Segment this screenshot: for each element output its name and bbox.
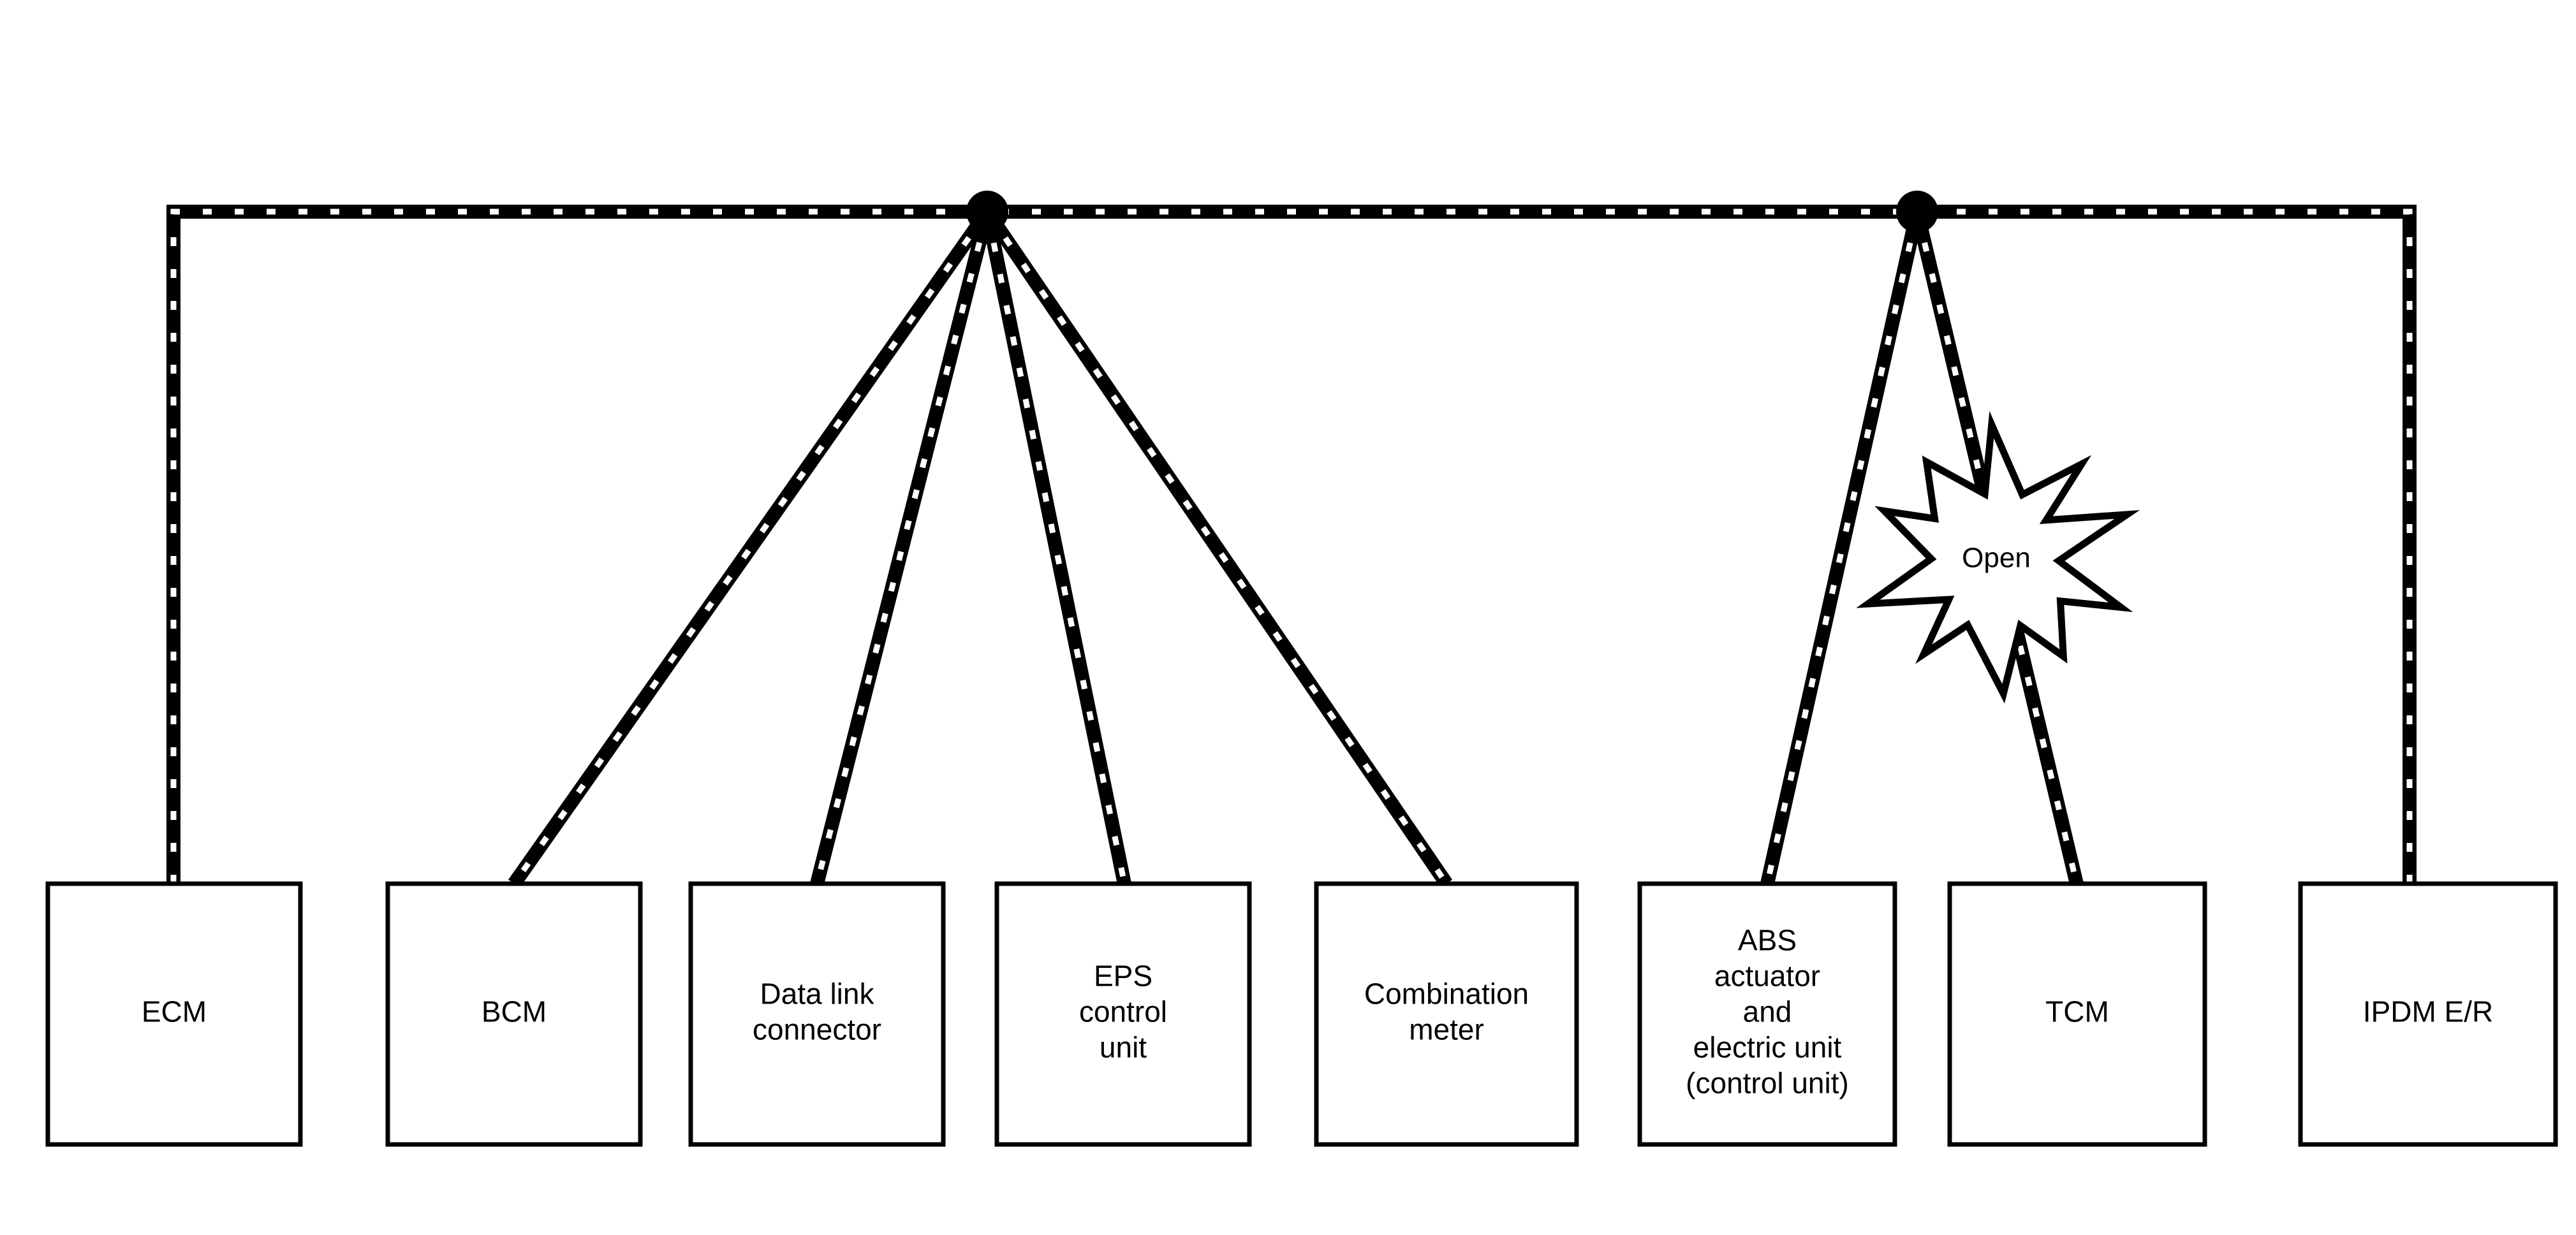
unit-box-outline-ipdm — [2298, 881, 2558, 1147]
unit-box-label-tcm: TCM — [2045, 995, 2109, 1028]
unit-box-label-dlc: Data link — [760, 977, 875, 1011]
branch-3-band — [980, 210, 1131, 886]
branch-5-band — [1760, 210, 1924, 886]
unit-box-ipdm[interactable]: IPDM E/R — [2298, 881, 2558, 1147]
branch-4-dashes — [985, 210, 1449, 886]
unit-box-label-meter: meter — [1409, 1013, 1484, 1046]
unit-box-tcm[interactable]: TCM — [1947, 881, 2207, 1147]
unit-box-ecm[interactable]: ECM — [45, 881, 303, 1147]
right-junction-dot — [1896, 191, 1938, 233]
unit-box-outline-abs — [1637, 881, 1897, 1147]
branch-6-dashes — [1914, 210, 2080, 885]
unit-box-outline-eps — [994, 881, 1252, 1147]
unit-box-outline-bcm — [385, 881, 643, 1147]
unit-box-label-dlc: connector — [753, 1013, 881, 1046]
unit-box-label-abs: actuator — [1714, 960, 1820, 993]
unit-box-label-abs: (control unit) — [1686, 1067, 1849, 1100]
unit-box-label-abs: ABS — [1738, 924, 1797, 957]
fault-marker-layer: Open — [1856, 411, 2140, 704]
branch-2-dashes — [814, 210, 990, 885]
unit-box-outline-meter — [1314, 881, 1579, 1147]
unit-box-label-eps: EPS — [1094, 960, 1152, 993]
bus-dashes-layer — [170, 208, 2413, 886]
left-junction-dot — [966, 191, 1008, 233]
main-bus-dashes — [170, 208, 2413, 884]
unit-box-label-abs: electric unit — [1693, 1031, 1842, 1064]
unit-box-label-ipdm: IPDM E/R — [2363, 995, 2493, 1028]
open-fault-starburst-icon — [1856, 411, 2140, 704]
unit-box-label-ecm: ECM — [142, 995, 207, 1028]
unit-box-outline-dlc — [688, 881, 946, 1147]
junction-dots-layer — [966, 191, 1938, 233]
unit-box-outline-ecm — [45, 881, 303, 1147]
unit-box-bcm[interactable]: BCM — [385, 881, 643, 1147]
unit-box-label-eps: control — [1079, 995, 1167, 1028]
branch-1-band — [508, 207, 993, 888]
unit-box-label-eps: unit — [1100, 1031, 1147, 1064]
unit-box-label-abs: and — [1743, 995, 1792, 1028]
open-fault-label: Open — [1962, 543, 2031, 574]
unit-box-label-bcm: BCM — [482, 995, 547, 1028]
unit-box-label-meter: Combination — [1364, 977, 1529, 1011]
unit-box-outline-tcm — [1947, 881, 2207, 1147]
